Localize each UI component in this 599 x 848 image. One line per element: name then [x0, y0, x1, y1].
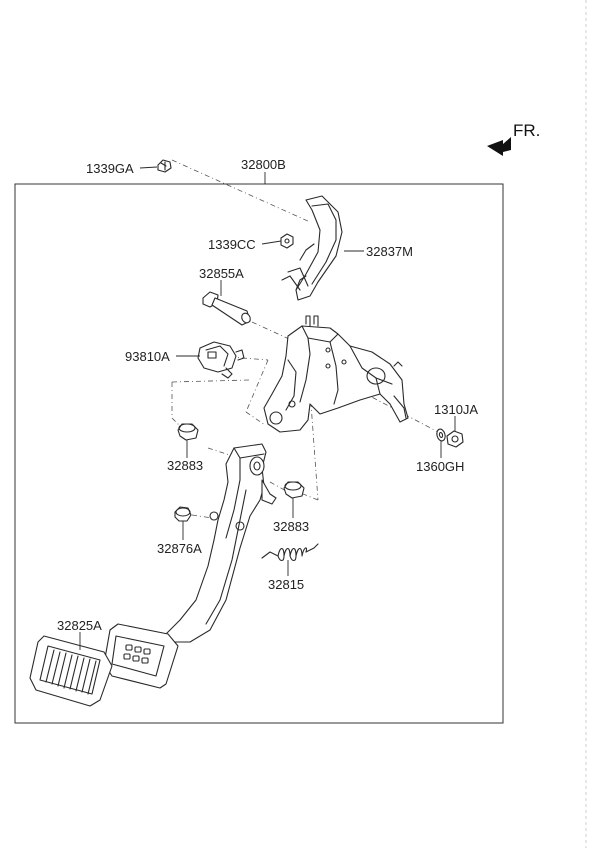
part-32815-return-spring — [261, 543, 319, 562]
label-1360gh: 1360GH — [416, 459, 464, 474]
label-32800b: 32800B — [241, 157, 286, 172]
label-32883-left: 32883 — [167, 458, 203, 473]
part-32883-bushing-left — [177, 423, 199, 441]
part-1310ja-nut — [446, 430, 464, 448]
part-mounting-bracket — [263, 315, 409, 433]
label-32825a: 32825A — [57, 618, 102, 633]
label-1339cc: 1339CC — [208, 237, 256, 252]
part-labels: 1339GA 32800B 1339CC 32837M 32855A 93810… — [57, 157, 478, 633]
part-1339ga-nut — [157, 159, 172, 173]
part-32837m-bracket-cover — [281, 195, 343, 301]
assembly-frame — [14, 183, 504, 724]
label-32876a: 32876A — [157, 541, 202, 556]
front-direction-label: FR. — [513, 121, 540, 140]
label-1339ga: 1339GA — [86, 161, 134, 176]
part-brake-pedal-arm — [165, 443, 277, 643]
label-32815: 32815 — [268, 577, 304, 592]
label-93810a: 93810A — [125, 349, 170, 364]
label-32883-right: 32883 — [273, 519, 309, 534]
part-32883-bushing-right — [283, 481, 305, 499]
part-32825a-pedal-pad-cover — [29, 635, 113, 707]
part-1339cc-nut — [280, 233, 294, 249]
part-32876a-stopper — [174, 506, 192, 522]
label-32837m: 32837M — [366, 244, 413, 259]
leader-lines — [79, 166, 456, 650]
label-32855a: 32855A — [199, 266, 244, 281]
part-1360gh-washer — [436, 428, 446, 442]
part-93810a-switch — [197, 341, 245, 379]
part-brake-pedal-pad — [103, 623, 179, 689]
front-direction-arrow-icon — [487, 137, 511, 156]
label-1310ja: 1310JA — [434, 402, 478, 417]
part-32855a-bolt — [202, 291, 251, 326]
